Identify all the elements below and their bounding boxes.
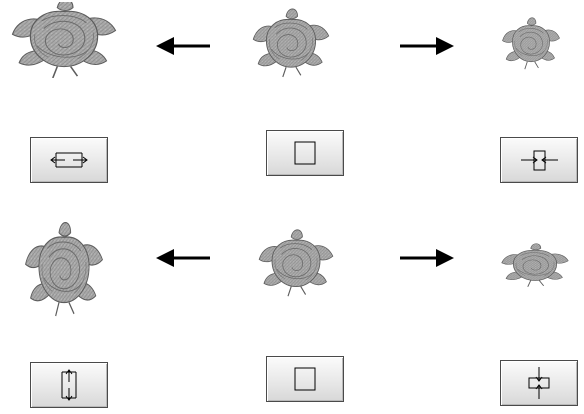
original-size-button[interactable] [266, 356, 344, 402]
shrink-horizontal-icon [521, 150, 558, 171]
shrink-horizontal-button[interactable] [500, 137, 578, 183]
shrink-vertical-button[interactable] [500, 360, 578, 406]
rose-stretched-vertical [24, 221, 104, 317]
stretch-horizontal-icon [50, 152, 88, 168]
rose-original [252, 8, 330, 78]
stretch-vertical-icon [61, 369, 77, 401]
left-arrow-icon [154, 35, 212, 57]
rose-original [258, 229, 334, 297]
right-arrow-icon [398, 35, 456, 57]
rose-shrunk-vertical [501, 243, 569, 288]
stretch-horizontal-button[interactable] [30, 137, 108, 183]
left-arrow-icon [154, 247, 212, 269]
right-arrow-icon [398, 247, 456, 269]
square-icon [294, 367, 316, 391]
stretch-vertical-button[interactable] [30, 362, 108, 408]
shrink-vertical-icon [528, 367, 550, 399]
square-icon [294, 141, 316, 165]
original-size-button[interactable] [266, 130, 344, 176]
rose-widened-horizontal [502, 17, 560, 70]
rose-narrowed-horizontal [11, 2, 117, 78]
